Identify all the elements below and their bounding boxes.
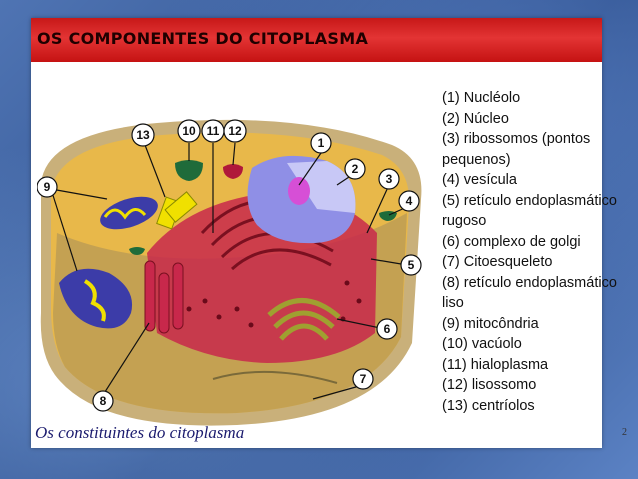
callout-11: 11 [207,124,220,138]
callout-9: 9 [44,180,51,194]
legend-item: (4) vesícula [442,172,517,188]
legend-item: (7) Citoesqueleto [442,254,553,270]
lysosome [223,164,243,179]
image-caption: Os constituintes do citoplasma [35,423,245,442]
animal-cell-illustration: 1 2 3 4 5 6 7 8 9 10 11 12 13 [37,113,427,431]
callout-4: 4 [406,194,413,208]
callout-5: 5 [408,258,415,272]
legend-item: (3) ribossomos (pontos pequenos) [442,131,591,168]
callout-3: 3 [386,172,393,186]
callout-10: 10 [182,124,196,138]
vacuole [175,160,203,181]
legend-item: (6) complexo de golgi [442,233,581,250]
callout-7: 7 [360,372,367,386]
callout-12: 12 [228,124,242,138]
centrioles [156,191,198,230]
callout-6: 6 [384,322,391,336]
nucleus-cutaway [287,161,356,213]
callout-13: 13 [136,128,150,142]
smooth-er [144,260,184,334]
callout-numbers: 1 2 3 4 5 6 7 8 9 10 11 12 13 [44,124,415,408]
organelle-legend: (1) Nucléolo (2) Núcleo (3) ribossomos (… [442,88,632,416]
callout-lines [50,142,408,400]
legend-item: (1) Nucléolo [442,90,521,106]
callout-1: 1 [318,136,325,150]
legend-item: (12) lisossomo [442,377,537,393]
callout-2: 2 [352,162,359,176]
page-number: 2 [622,427,627,438]
cytoskeleton [212,370,338,384]
small-vesicle-2 [129,247,145,255]
legend-item: (10) vacúolo [442,336,522,352]
legend-item: (8) retículo endoplasmático liso [442,274,617,312]
legend-item: (11) hialoplasma [442,356,549,373]
callout-markers [37,119,422,412]
golgi-complex [267,298,341,341]
nucleolus [288,177,310,205]
callout-8: 8 [100,394,107,408]
slide-title: OS COMPONENTES DO CITOPLASMA [37,29,369,48]
legend-item: (2) Núcleo [442,110,509,127]
legend-item: (13) centríolos [442,397,535,414]
title-bar: OS COMPONENTES DO CITOPLASMA [31,18,602,62]
legend-item: (5) retículo endoplasmático rugoso [442,192,617,230]
slide: OS COMPONENTES DO CITOPLASMA [31,18,627,448]
legend-item: (9) mitocôndria [442,315,539,332]
